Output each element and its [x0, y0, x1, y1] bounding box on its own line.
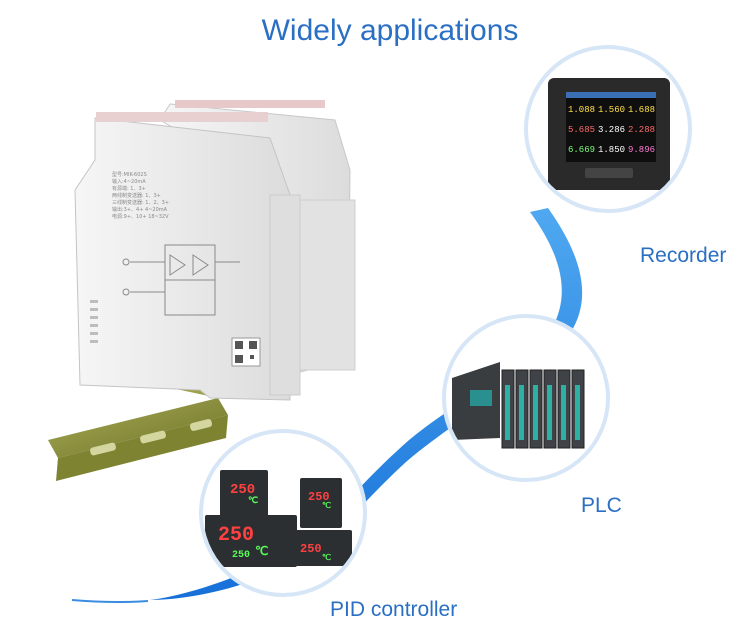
pid-unit: ℃: [322, 553, 331, 563]
signal-isolator-module-back: [159, 100, 356, 373]
pid-readout: 250: [230, 482, 255, 498]
recorder-readout: 1.850: [598, 145, 625, 155]
recorder-readout: 1.560: [598, 105, 625, 115]
plc-terminal-strip: [533, 385, 538, 440]
module-spec-text: 两线制变送器: 1、3+: [112, 192, 161, 199]
recorder-readout: 2.288: [628, 125, 655, 135]
recorder-label: Recorder: [640, 244, 727, 267]
qr-code-icon: [231, 337, 261, 367]
pid-readout: 250: [218, 524, 254, 547]
plc-terminal-strip: [561, 385, 566, 440]
pid-unit: ℃: [248, 495, 258, 506]
recorder-readout: 6.669: [568, 145, 595, 155]
plc-terminal-strip: [575, 385, 580, 440]
module-spec-text: 三线制变送器: 1、2、3+: [112, 199, 169, 206]
pid-readout: 250: [232, 550, 250, 561]
pid-unit: ℃: [255, 545, 268, 559]
connection-ribbon-thin: [71, 599, 149, 604]
plc-image: [452, 362, 585, 449]
pid-unit: ℃: [322, 501, 331, 511]
recorder-readout: 5.685: [568, 125, 595, 135]
recorder-readout: 1.088: [568, 105, 595, 115]
plc-terminal-strip: [547, 385, 552, 440]
plc-terminal-strip: [505, 385, 510, 440]
module-spec-text: 有源端: 1、3+: [112, 185, 146, 192]
page-title: Widely applications: [261, 14, 519, 47]
pid-readout: 250: [308, 490, 330, 504]
module-spec-text: 输入:4~20mA: [112, 178, 146, 185]
module-spec-text: 电源:9+、10+ 18~32V: [112, 213, 169, 220]
recorder-readout: 3.286: [598, 125, 625, 135]
pid-readout: 250: [300, 542, 322, 556]
recorder-readout: 9.896: [628, 145, 655, 155]
recorder-readout: 1.688: [628, 105, 655, 115]
module-spec-text: 输出:3+、4+ 4~20mA: [112, 206, 168, 213]
plc-terminal-strip: [519, 385, 524, 440]
plc-label: PLC: [581, 494, 622, 517]
module-spec-text: 型号:MIK-602S: [112, 171, 147, 178]
pid-controller-label: PID controller: [330, 598, 458, 621]
